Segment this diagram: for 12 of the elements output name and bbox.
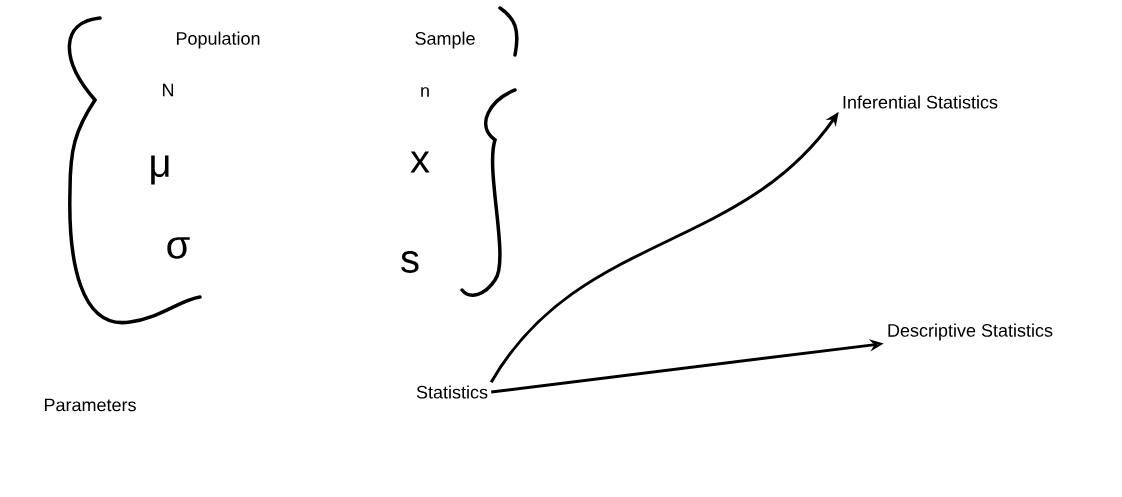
text-label: Descriptive Statistics xyxy=(888,323,1053,341)
text-label: Sample xyxy=(415,31,475,49)
text-label: N xyxy=(163,83,174,97)
text-label: n xyxy=(421,87,429,97)
text-label: Inferential Statistics xyxy=(843,95,998,109)
symbol: s xyxy=(401,251,419,273)
symbol: x xyxy=(410,151,430,173)
symbol: μ xyxy=(151,155,169,185)
symbol: σ xyxy=(167,237,190,259)
text-label: Statistics xyxy=(416,385,488,399)
text-label: Population xyxy=(176,31,260,49)
text-label: Parameters xyxy=(44,398,136,412)
